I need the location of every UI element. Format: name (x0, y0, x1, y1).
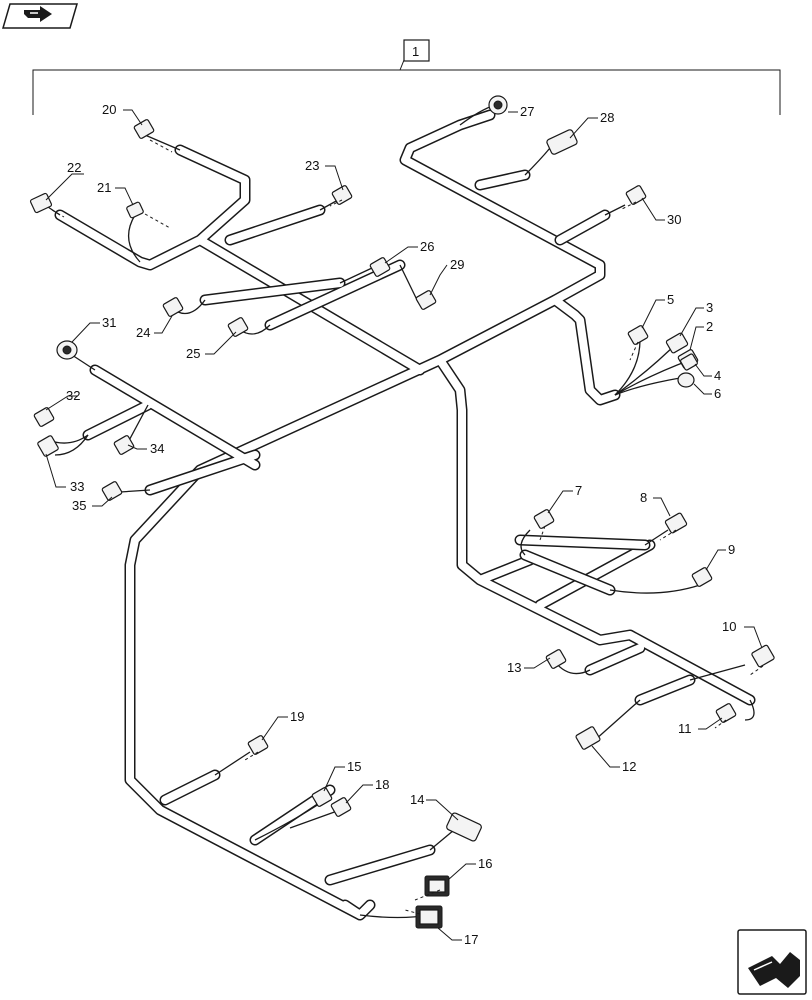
callout-12: 12 (622, 759, 636, 774)
callout-32: 32 (66, 388, 80, 403)
connector-16 (424, 875, 450, 897)
next-arrow-icon[interactable] (737, 929, 807, 995)
connector-20 (133, 119, 155, 139)
callout-26: 26 (420, 239, 434, 254)
callout-28: 28 (600, 110, 614, 125)
callout-29: 29 (450, 257, 464, 272)
connector-21 (126, 201, 144, 219)
connector-12 (575, 726, 601, 750)
connector-5 (627, 325, 649, 345)
connector-4 (680, 353, 698, 371)
connector-32 (33, 407, 55, 427)
callout-8: 8 (640, 490, 647, 505)
connectors (29, 95, 775, 929)
connector-15 (311, 787, 333, 807)
callout-31: 31 (102, 315, 116, 330)
callout-27: 27 (520, 104, 534, 119)
callout-3: 3 (706, 300, 713, 315)
harness-trunk (54, 109, 756, 921)
callout-19: 19 (290, 709, 304, 724)
connector-28 (546, 129, 578, 155)
callout-34: 34 (150, 441, 164, 456)
callout-18: 18 (375, 777, 389, 792)
connector-9 (691, 567, 713, 587)
connector-13 (545, 649, 567, 669)
callout-14: 14 (410, 792, 424, 807)
connector-19 (247, 735, 269, 755)
connector-27 (488, 95, 508, 115)
connector-14 (446, 812, 482, 842)
callout-25: 25 (186, 346, 200, 361)
assembly-number: 1 (412, 44, 419, 59)
callout-7: 7 (575, 483, 582, 498)
connector-6 (677, 372, 695, 388)
callout-labels: 20 22 21 23 26 29 27 28 30 24 25 31 32 3… (66, 102, 736, 947)
connector-24 (162, 297, 184, 317)
callout-35: 35 (72, 498, 86, 513)
dashed-links (51, 139, 764, 915)
callout-leaders (45, 109, 763, 941)
connector-10 (751, 644, 775, 668)
connector-34 (113, 435, 135, 455)
connector-8 (664, 512, 688, 534)
callout-15: 15 (347, 759, 361, 774)
callout-22: 22 (67, 160, 81, 175)
callout-17: 17 (464, 932, 478, 947)
connector-7 (533, 509, 555, 529)
callout-6: 6 (714, 386, 721, 401)
callout-33: 33 (70, 479, 84, 494)
harness-branches (82, 169, 651, 596)
connector-33 (37, 435, 59, 457)
callout-13: 13 (507, 660, 521, 675)
connector-3 (665, 332, 689, 354)
thin-wires (44, 104, 755, 919)
connector-22 (29, 192, 53, 214)
callout-16: 16 (478, 856, 492, 871)
connector-30 (625, 185, 647, 205)
connector-29 (415, 290, 437, 310)
connector-23 (331, 185, 353, 205)
connector-25 (227, 317, 249, 337)
connector-18 (330, 797, 352, 817)
callout-24: 24 (136, 325, 150, 340)
assembly-bracket: 1 (32, 39, 781, 115)
callout-21: 21 (97, 180, 111, 195)
callout-11: 11 (678, 721, 692, 736)
callout-10: 10 (722, 619, 736, 634)
connector-11 (715, 703, 737, 723)
callout-30: 30 (667, 212, 681, 227)
callout-5: 5 (667, 292, 674, 307)
callout-2: 2 (706, 319, 713, 334)
callout-9: 9 (728, 542, 735, 557)
callout-4: 4 (714, 368, 721, 383)
connector-26 (369, 257, 391, 277)
callout-23: 23 (305, 158, 319, 173)
connector-17 (415, 905, 443, 929)
connector-31 (56, 340, 78, 360)
connector-35 (101, 481, 123, 501)
callout-20: 20 (102, 102, 116, 117)
back-arrow-icon[interactable] (2, 3, 78, 29)
